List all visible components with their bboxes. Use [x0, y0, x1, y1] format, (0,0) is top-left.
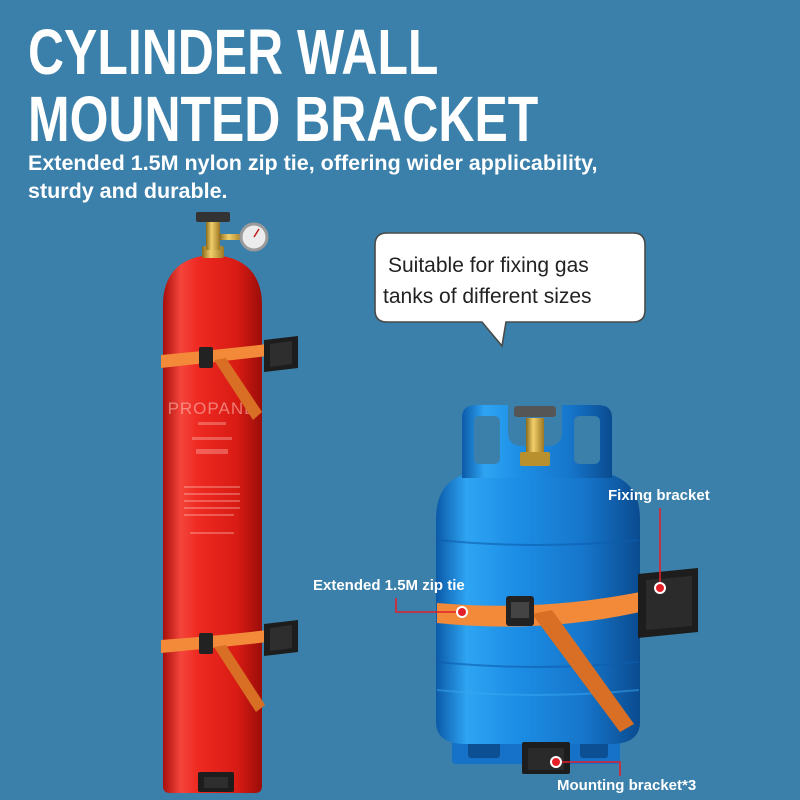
callout-bubble-shape — [374, 232, 646, 348]
gauge-needle — [253, 228, 260, 238]
title-line-1: CYLINDER WALL — [28, 16, 439, 88]
red-cylinder-strap-bottom — [161, 630, 268, 653]
red-cylinder-handwheel — [196, 212, 230, 222]
callout-bubble: Suitable for fixing gas tanks of differe… — [374, 232, 646, 348]
blue-cylinder-valve-nut — [520, 452, 550, 466]
fine-print-line — [190, 532, 234, 534]
fine-print-line — [196, 449, 228, 454]
foot-ring-cutout — [468, 740, 500, 758]
fixing-bracket-face — [646, 576, 692, 630]
red-cylinder-bracket-bottom-face — [270, 625, 292, 651]
blue-cylinder-seam — [436, 539, 640, 546]
mounting-bracket-label: Mounting bracket*3 — [557, 777, 696, 794]
red-cylinder-strap-bottom-tail — [214, 645, 265, 712]
blue-cylinder-zip-tie-tail — [532, 610, 634, 732]
fine-print-line — [184, 507, 240, 509]
red-cylinder-strap-top — [161, 344, 268, 368]
red-cylinder-label: PROPANE — [168, 399, 257, 418]
zip-tie-label: Extended 1.5M zip tie — [313, 577, 465, 594]
fine-print-line — [184, 500, 240, 502]
subtitle-line-1: Extended 1.5M nylon zip tie, offering wi… — [28, 151, 598, 175]
blue-cylinder-handwheel — [514, 406, 556, 417]
red-cylinder-body — [163, 255, 262, 793]
subtitle-line-2: sturdy and durable. — [28, 179, 228, 203]
blue-cylinder-buckle-face — [511, 602, 529, 618]
blue-cylinder-seam — [436, 689, 640, 696]
red-cylinder-strap-top-tail — [214, 358, 262, 420]
callout-line-1: Suitable for fixing gas — [388, 254, 589, 277]
fixing-bracket-label: Fixing bracket — [608, 487, 710, 504]
fixing-bracket-marker — [654, 582, 666, 594]
red-cylinder: PROPANE — [161, 212, 298, 793]
blue-cylinder-seam — [436, 661, 640, 668]
red-cylinder-buckle-top — [199, 347, 213, 368]
fine-print-line — [198, 422, 226, 425]
red-cylinder-fine-print — [184, 422, 240, 534]
callout-line-2: tanks of different sizes — [383, 285, 592, 308]
fine-print-line — [192, 437, 232, 440]
fine-print-line — [184, 486, 240, 488]
fine-print-line — [184, 493, 240, 495]
red-cylinder-bracket-top-face — [270, 341, 292, 367]
mounting-bracket-leader — [561, 761, 621, 776]
red-cylinder-buckle-bottom — [199, 633, 213, 654]
blue-cylinder-zip-tie — [437, 592, 640, 627]
mounting-bracket-marker — [550, 756, 562, 768]
annotations: Fixing bracket Extended 1.5M zip tie Mou… — [313, 487, 710, 794]
gauge-pipe — [219, 234, 243, 240]
zip-tie-leader — [395, 598, 457, 613]
fine-print-line — [184, 514, 234, 516]
red-cylinder-foot-bracket-face — [204, 777, 228, 788]
blue-cylinder — [436, 405, 698, 774]
red-cylinder-valve — [206, 222, 220, 250]
title-line-2: MOUNTED BRACKET — [28, 83, 539, 155]
zip-tie-marker — [456, 606, 468, 618]
foot-ring-cutout — [580, 740, 608, 758]
